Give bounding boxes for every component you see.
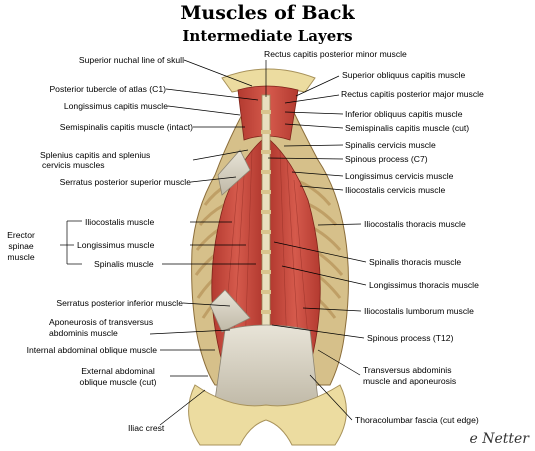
- label-longissimus-thoracis: Longissimus thoracis muscle: [369, 280, 479, 290]
- label-transversus-line2: muscle and aponeurosis: [363, 376, 457, 386]
- label-superior-oblique: Superior obliquus capitis muscle: [342, 70, 466, 80]
- thoracolumbar-fascia-shape: [214, 324, 319, 411]
- page-title: Muscles of Back: [180, 2, 355, 24]
- label-erector-line3: muscle: [7, 252, 35, 262]
- label-iliac-crest: Iliac crest: [128, 423, 165, 433]
- label-splenius-line1: Splenius capitis and splenius: [40, 150, 151, 160]
- label-iliocostalis: Iliocostalis muscle: [85, 217, 155, 227]
- label-erector-line2: spinae: [8, 241, 34, 251]
- label-spinous-t12: Spinous process (T12): [367, 333, 454, 343]
- serratus-inferior-shape: [209, 289, 251, 333]
- label-spinalis-thoracis: Spinalis thoracis muscle: [369, 257, 462, 267]
- label-transversus-line1: Transversus abdominis: [363, 365, 452, 375]
- label-semispinalis-cut: Semispinalis capitis muscle (cut): [345, 123, 470, 133]
- artist-signature: e Netter: [469, 431, 530, 447]
- label-inferior-oblique: Inferior obliquus capitis muscle: [345, 109, 463, 119]
- label-spinalis-cervicis: Spinalis cervicis muscle: [345, 140, 436, 150]
- label-longissimus-capitis: Longissimus capitis muscle: [63, 101, 168, 111]
- label-rectus-major: Rectus capitis posterior major muscle: [341, 89, 484, 99]
- label-erector-line1: Erector: [7, 230, 35, 240]
- serratus-superior-shape: [217, 149, 251, 196]
- label-rectus-minor: Rectus capitis posterior minor muscle: [264, 49, 407, 59]
- label-aponeurosis-line1: Aponeurosis of transversus: [49, 317, 154, 327]
- label-aponeurosis-line2: abdominis muscle: [49, 328, 118, 338]
- label-posterior-tubercle: Posterior tubercle of atlas (C1): [49, 84, 166, 94]
- label-iliocostalis-thoracis: Iliocostalis thoracis muscle: [364, 219, 466, 229]
- label-internal-oblique: Internal abdominal oblique muscle: [26, 345, 157, 355]
- label-external-line2: oblique muscle (cut): [79, 377, 157, 387]
- label-serratus-superior: Serratus posterior superior muscle: [59, 177, 191, 187]
- label-semispinalis-intact: Semispinalis capitis muscle (intact): [59, 122, 193, 132]
- label-serratus-inferior: Serratus posterior inferior muscle: [56, 298, 183, 308]
- label-iliocostalis-cervicis: Iliocostalis cervicis muscle: [345, 185, 446, 195]
- label-thoracolumbar: Thoracolumbar fascia (cut edge): [355, 415, 479, 425]
- pelvis-shape: [188, 384, 347, 446]
- label-longissimus: Longissimus muscle: [77, 240, 155, 250]
- label-spinalis: Spinalis muscle: [94, 259, 154, 269]
- label-longissimus-cervicis: Longissimus cervicis muscle: [345, 171, 454, 181]
- label-iliocostalis-lumborum: Iliocostalis lumborum muscle: [364, 306, 474, 316]
- leader-lines: [60, 59, 367, 426]
- page-subtitle: Intermediate Layers: [182, 27, 353, 45]
- label-splenius-line2: cervicis muscles: [42, 160, 105, 170]
- label-external-line1: External abdominal: [81, 366, 155, 376]
- label-spinous-c7: Spinous process (C7): [345, 154, 428, 164]
- label-superior-nuchal-line: Superior nuchal line of skull: [78, 55, 184, 65]
